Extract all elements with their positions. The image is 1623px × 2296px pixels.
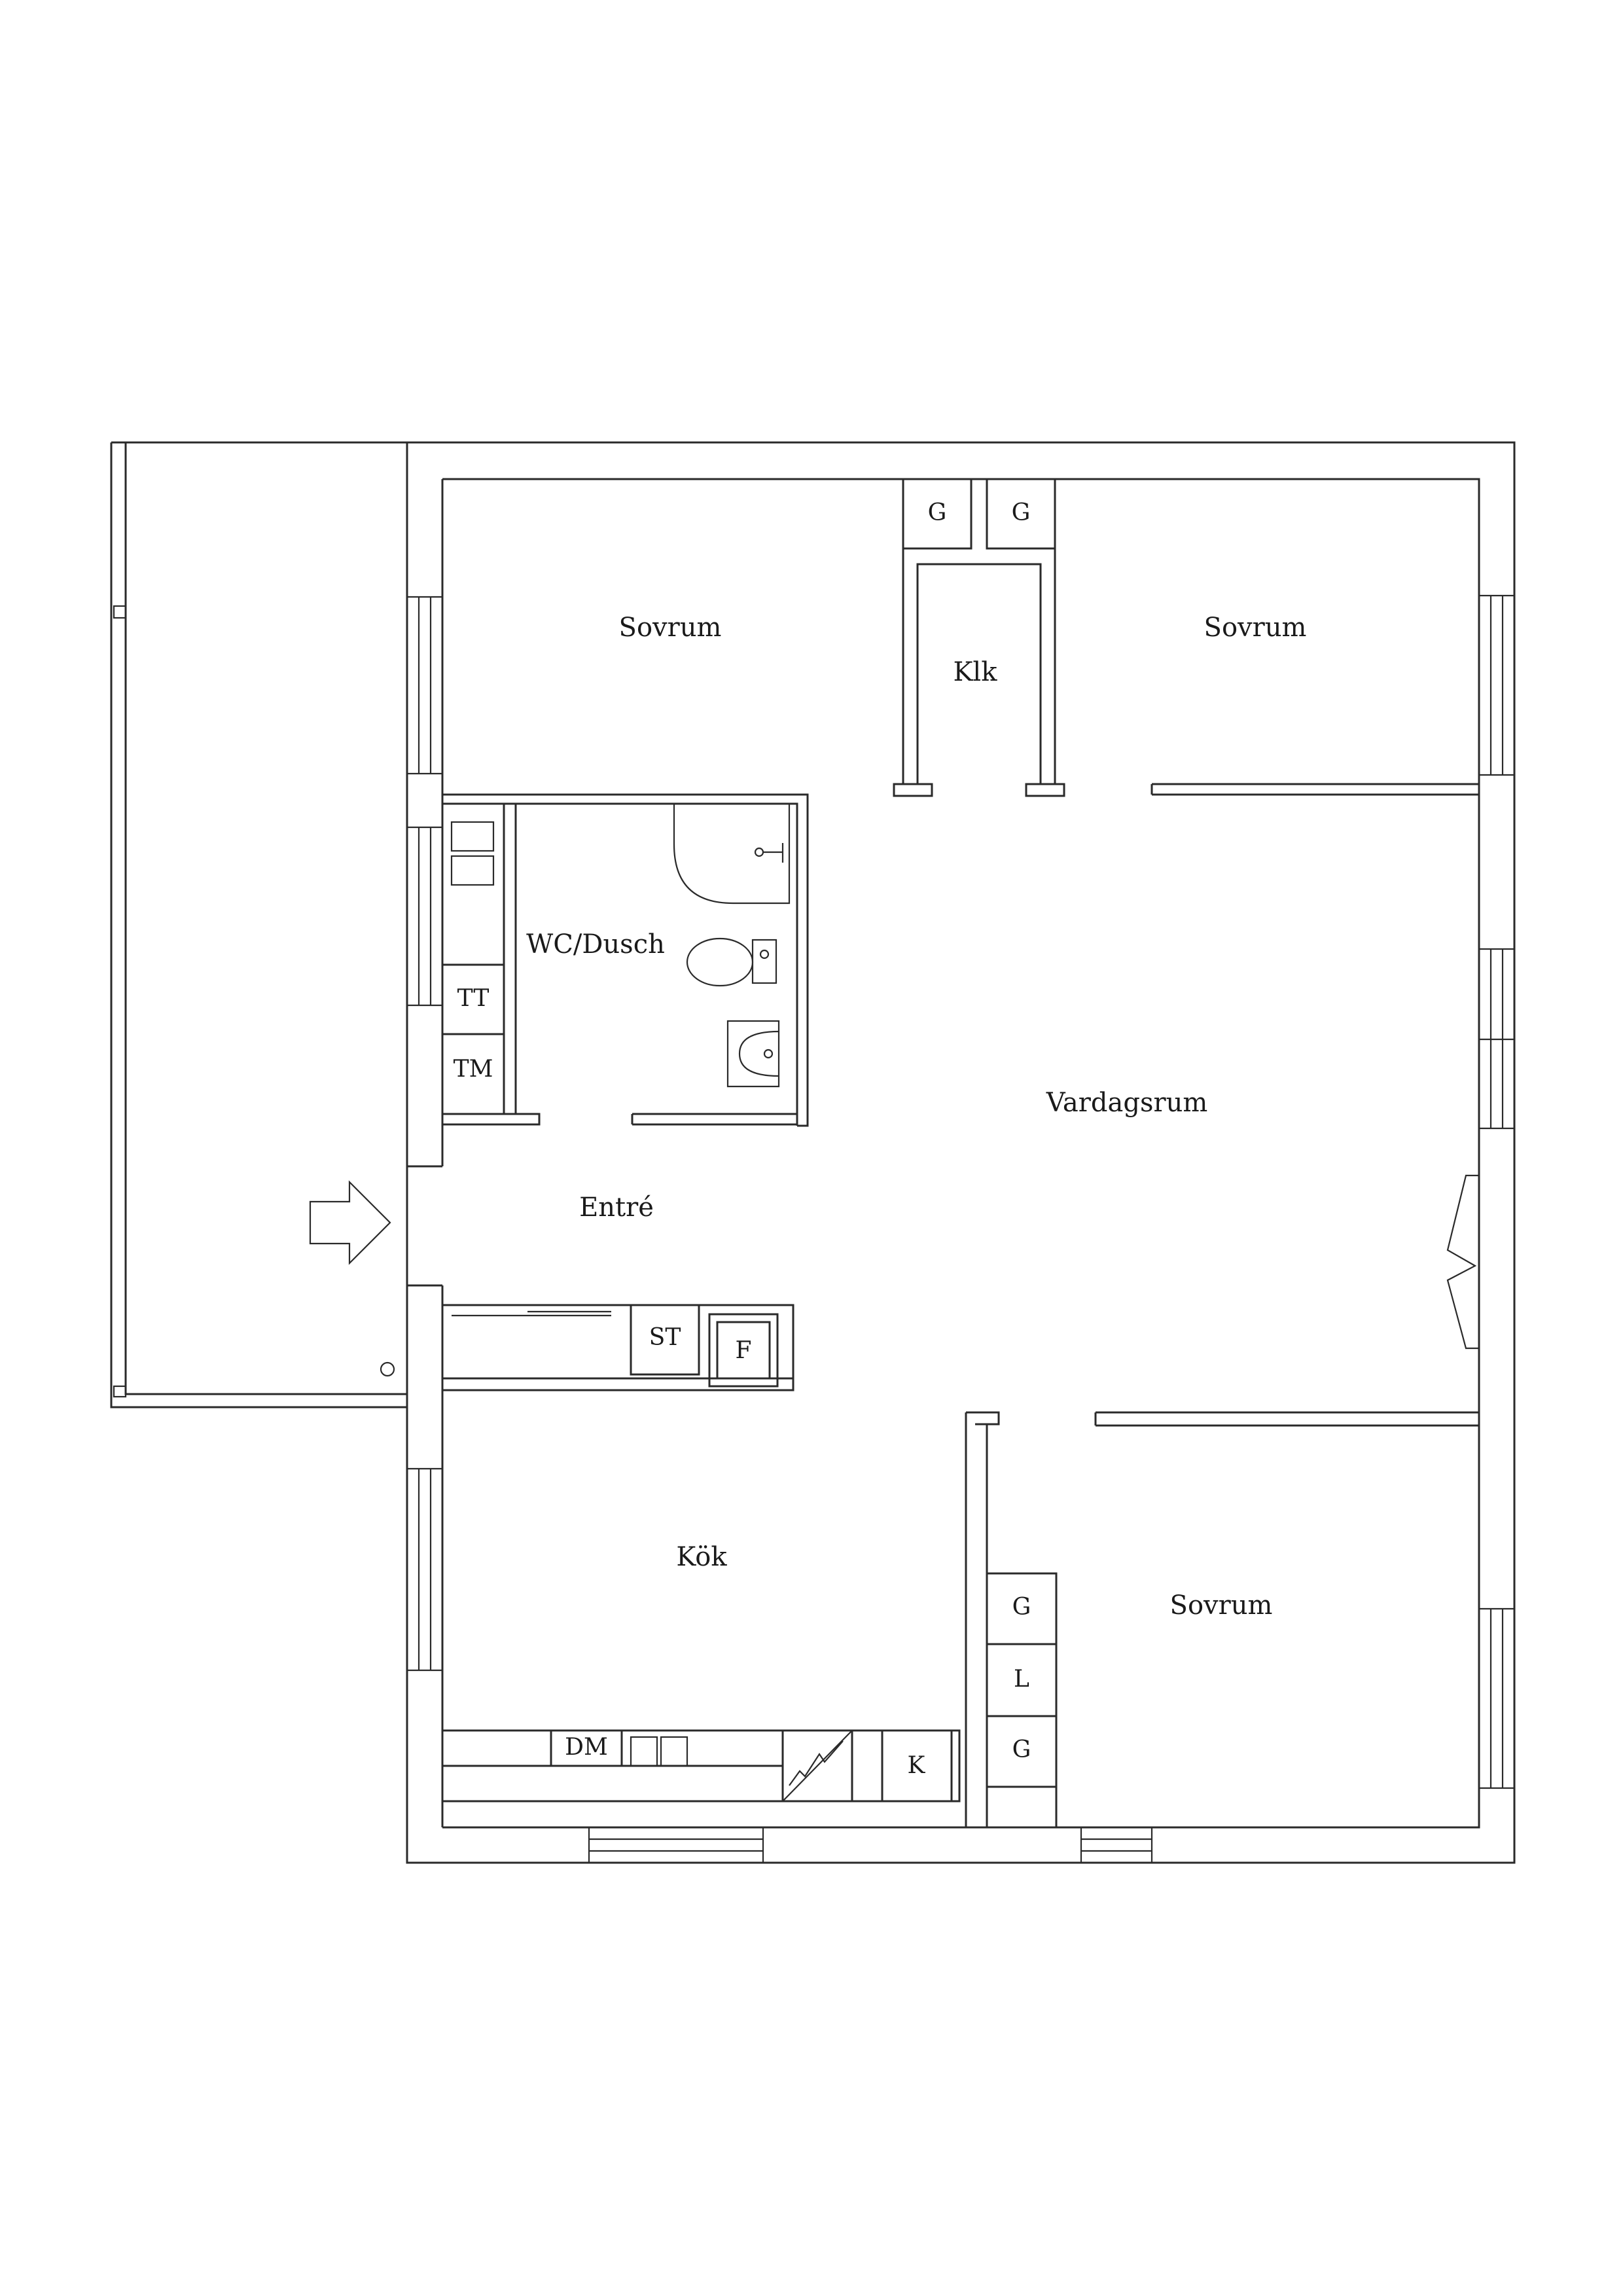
wardrobe-label-2: G [1012,499,1031,526]
room-label-bedroom-top-left: Sovrum [619,613,722,643]
room-label-bedroom-top-right: Sovrum [1204,613,1307,643]
room-label-closet: Klk [954,657,998,687]
wardrobe-label-3: G [1012,1594,1031,1621]
toilet-icon [686,937,777,987]
entry-cabinets [452,1304,779,1388]
kitchen-fridge-label: K [908,1752,926,1779]
shower-icon [673,804,791,905]
wardrobe-label-1: G [928,499,947,526]
linen-label: L [1014,1666,1029,1693]
sink-icon [726,1020,780,1088]
balcony-door [1446,1174,1479,1350]
interior-walls [442,479,1479,1827]
terrace [110,441,407,1408]
bottom-wardrobes [986,1572,1058,1827]
dishwasher-label: DM [565,1734,608,1761]
arrow-right-icon [309,1180,391,1265]
dryer-label: TT [457,985,490,1012]
cabinet-st-label: ST [649,1324,681,1351]
shower-head [754,843,784,863]
top-wardrobes [902,478,1056,550]
washer-label: TM [454,1056,493,1083]
wardrobe-label-4: G [1012,1736,1031,1763]
room-label-kitchen: Kök [676,1542,727,1572]
stove-icon [782,1730,853,1802]
kitchen-counter [442,1729,961,1803]
exterior-walls [406,441,1516,1864]
fridge-label: F [736,1337,752,1364]
room-label-bedroom-bottom-right: Sovrum [1170,1590,1273,1621]
room-label-bathroom: WC/Dusch [526,929,665,960]
laundry-units [441,821,505,1115]
windows [407,594,1514,1863]
room-label-living-room: Vardagsrum [1046,1088,1208,1118]
terrace-post [380,1361,395,1377]
room-label-entrance: Entré [579,1193,654,1223]
